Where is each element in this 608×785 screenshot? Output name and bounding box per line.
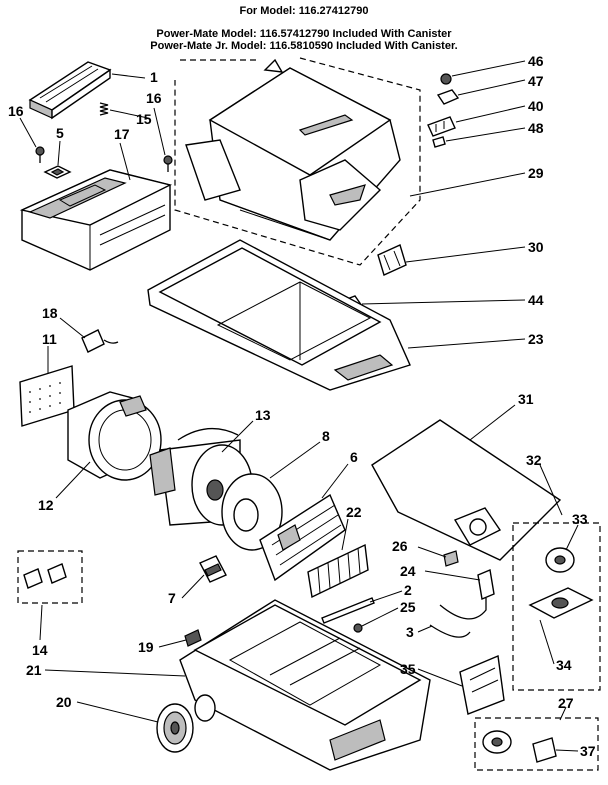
part-17-handle-housing [19,169,173,271]
part-35-bracket [459,655,505,715]
callout-18: 18 [42,305,58,321]
callout-11: 11 [42,331,57,347]
model-line: For Model: 116.27412790 [239,5,369,17]
callout-32: 32 [526,452,542,468]
part-5-switch [43,165,72,179]
part-19-latch [184,629,202,647]
callout-6: 6 [350,449,358,465]
leader-lines [19,60,579,752]
callout-40: 40 [528,98,544,114]
callout-17: 17 [114,126,130,142]
callout-16-left: 16 [8,103,24,119]
callout-27: 27 [558,695,574,711]
powermate-jr-line: Power-Mate Jr. Model: 116.5810590 Includ… [150,40,458,52]
part-46-screw [440,73,452,85]
callout-12: 12 [38,497,54,513]
part-12-motor-housing [67,391,162,481]
part-13-motor [149,427,253,526]
callout-44: 44 [528,292,544,308]
callout-21: 21 [26,662,42,678]
callout-labels: 1 16 15 5 17 16 46 47 40 48 29 30 44 23 … [8,53,596,759]
part-11-filter-pad [19,365,75,427]
part-37-cap [532,737,557,763]
callout-16-right: 16 [146,90,162,106]
callout-30: 30 [528,239,544,255]
callout-23: 23 [528,331,544,347]
part-20-wheel [156,703,194,753]
part-33-pulley [545,547,575,573]
part-47-clip [436,89,460,105]
callout-31: 31 [518,391,534,407]
callout-7: 7 [168,590,176,606]
callout-48: 48 [528,120,544,136]
callout-13: 13 [255,407,271,423]
callout-35: 35 [400,661,416,677]
part-21-canister-base [179,599,431,771]
callout-8: 8 [322,428,330,444]
callout-46: 46 [528,53,544,69]
part-34-bracket [528,587,594,619]
callout-33: 33 [572,511,588,527]
part-3-cord [429,624,471,638]
callout-22: 22 [346,504,362,520]
part-2-rod [321,597,375,624]
callout-1: 1 [150,69,158,85]
part-25-screw [353,623,363,633]
part-7-clip [199,555,227,583]
callout-29: 29 [528,165,544,181]
part-18-connector [81,329,119,353]
part-16-screw-right [163,155,173,172]
callout-3: 3 [406,624,414,640]
part-30-bracket [377,244,407,276]
callout-37: 37 [580,743,596,759]
part-6-exhaust-grille [259,493,346,582]
part-29-upper-housing [185,58,401,241]
dashed-frame-part-27 [474,717,599,771]
dashed-frame-top [174,57,421,266]
part-26-grommet [443,550,459,567]
dashed-frame-right [512,522,601,691]
part-27-agitator [482,730,512,754]
callout-19: 19 [138,639,154,655]
callout-26: 26 [392,538,408,554]
callout-34: 34 [556,657,572,673]
callout-14: 14 [32,642,48,658]
dashed-frame-part-14 [17,550,83,604]
part-8-ring [221,473,283,551]
callout-2: 2 [404,582,412,598]
part-24-connector [439,569,495,620]
part-15-spring [99,102,109,116]
part-1-handle [28,61,112,120]
part-14-fuse-set [23,563,67,589]
powermate-line: Power-Mate Model: 116.57412790 Included … [156,28,452,40]
callout-20: 20 [56,694,72,710]
part-22-filter-grid [307,543,369,599]
callout-15: 15 [136,111,152,127]
callout-5: 5 [56,125,64,141]
part-48-pad [432,136,446,148]
callout-24: 24 [400,563,416,579]
callout-47: 47 [528,73,544,89]
part-16-screw-left [35,146,45,163]
part-23-base-plate [147,239,411,391]
callout-25: 25 [400,599,416,615]
part-40-latch [427,116,456,137]
